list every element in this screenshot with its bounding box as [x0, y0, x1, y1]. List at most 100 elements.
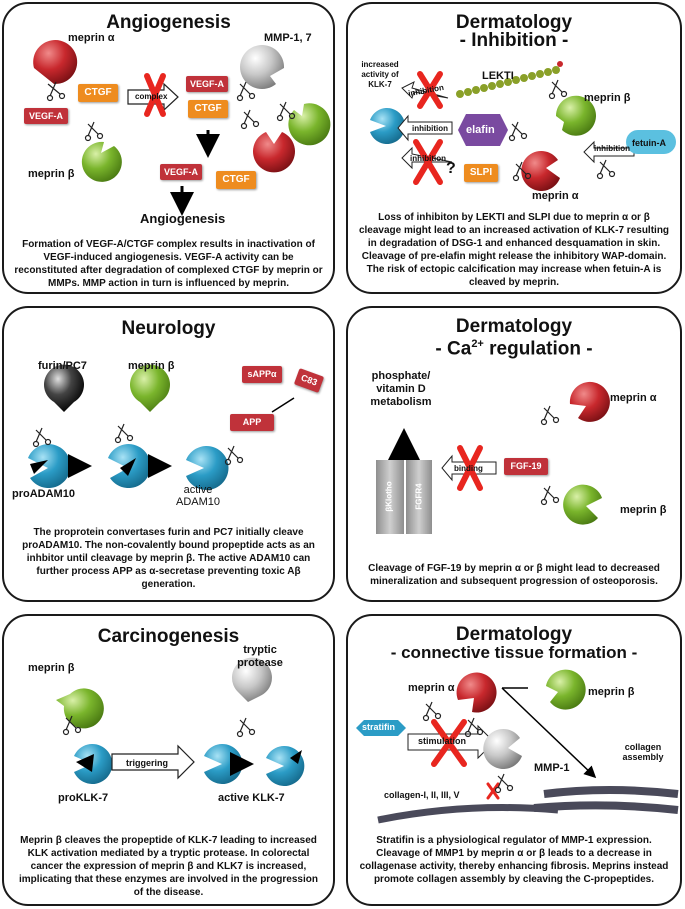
scissors-icon	[62, 715, 256, 738]
active-adam10-label: active ADAM10	[176, 484, 221, 508]
binding-label: binding	[454, 464, 483, 473]
meprin-beta-icon	[563, 484, 602, 525]
active-klk7-label: active KLK-7	[218, 792, 285, 804]
tryptic-label: tryptic protease	[237, 644, 283, 669]
meprin-alpha-icon	[33, 40, 78, 85]
elafin-label: elafin	[466, 124, 495, 136]
scissors-icon	[422, 701, 514, 794]
subtitle-post: regulation -	[483, 338, 593, 360]
meprin-beta-label: meprin β	[128, 360, 175, 372]
inhibition-caption: Loss of inhibiton by LEKTI and SLPI due …	[358, 212, 670, 288]
lekti-label: LEKTI	[482, 70, 514, 82]
neurology-diagram	[28, 364, 295, 490]
meprin-beta-icon	[555, 95, 596, 136]
propeptide-icon	[30, 460, 48, 474]
cross-icon	[417, 71, 443, 109]
question-mark: ?	[446, 160, 456, 177]
angiogenesis-diagram	[33, 40, 331, 216]
angiogenesis-caption: Formation of VEGF-A/CTGF complex results…	[14, 239, 323, 289]
propeptide-icon-2	[120, 458, 136, 476]
panel-derm-inhibition: Dermatology - Inhibition -	[346, 2, 682, 294]
meprin-alpha-label: meprin α	[68, 32, 115, 44]
inhibition-label-4: inhibition	[594, 144, 630, 153]
meprin-alpha-label: meprin α	[408, 682, 455, 694]
meprin-beta-icon	[81, 141, 122, 182]
panel-angiogenesis: Angiogenesis meprin α meprin β MMP-1, 7 …	[2, 2, 335, 294]
meprin-alpha-icon-2	[253, 132, 296, 173]
cleave-arrow-icon	[271, 397, 295, 413]
adam10-active-icon	[186, 446, 229, 490]
collagen-fibril-icon-3	[533, 801, 679, 814]
panel-subtitle: - Ca2+ regulation -	[348, 334, 680, 359]
sappa-box: sAPPα	[242, 366, 282, 383]
proklk7-label: proKLK-7	[58, 792, 109, 804]
panel-derm-ct: Dermatology - connective tissue formatio…	[346, 614, 682, 906]
collagen-fibril-icon	[377, 804, 559, 824]
inhibition-label-3: inhibition	[410, 154, 446, 163]
lekti-chain-icon	[456, 61, 563, 98]
inhibition-arrow-icon-2	[397, 114, 453, 142]
panel-title: Dermatology	[455, 624, 573, 645]
cross-icon	[431, 719, 467, 767]
meprin-beta-icon	[130, 364, 170, 412]
inhibition-arrow-icon	[401, 81, 449, 99]
neurology-caption: The proprotein convertases furin and PC7…	[22, 527, 315, 590]
meprin-beta-label: meprin β	[620, 504, 667, 516]
panel-title: Carcinogenesis	[97, 626, 240, 647]
fetuin-icon	[626, 130, 676, 154]
scissors-icon	[32, 423, 244, 466]
meprin-beta-icon	[546, 669, 586, 710]
meprin-alpha-icon	[456, 672, 497, 713]
ct-caption: Stratifin is a physiological regulator o…	[359, 835, 669, 885]
collagen-assembly-label: collagen assembly	[622, 742, 664, 762]
furin-icon	[44, 364, 84, 412]
vegfa-complex-box: VEGF-A	[186, 76, 228, 92]
vegfa-box: VEGF-A	[24, 108, 68, 124]
bklotho-receptor-icon	[376, 460, 404, 534]
panel-subtitle: - connective tissue formation -	[390, 643, 638, 662]
phosphate-label: phosphate/ vitamin D metabolism	[370, 370, 432, 408]
fgf19-box: FGF-19	[504, 458, 548, 475]
panel-neurology: Neurology furin/PC7 meprin β sAPPα C83 A…	[2, 306, 335, 602]
propeptide-fragment-icon	[290, 750, 302, 764]
cross-icon	[457, 445, 483, 491]
ct-diagram	[356, 669, 679, 824]
meprin-alpha-label: meprin α	[610, 392, 657, 404]
angiogenesis-outcome: Angiogenesis	[140, 211, 226, 226]
panel-carcinogenesis: Carcinogenesis meprin β tryptic protease…	[2, 614, 335, 906]
meprin-beta-label: meprin β	[584, 92, 631, 104]
panel-title: Neurology	[121, 318, 216, 339]
scissors-icon	[540, 405, 560, 506]
meprin-beta-label: meprin β	[28, 168, 75, 180]
stimulation-label: stimulation	[418, 736, 467, 746]
panel-subtitle: - Inhibition -	[459, 30, 569, 51]
proklk7-icon	[74, 744, 113, 784]
fgfr4-label: FGFR4	[414, 483, 424, 510]
cross-icon	[144, 73, 166, 117]
inhibition-arrow-icon-4	[583, 140, 635, 164]
cross-icon-2	[413, 139, 443, 185]
ca-diagram	[376, 381, 610, 534]
tryptic-protease-icon	[231, 657, 272, 702]
ctgf-box: CTGF	[78, 84, 118, 102]
slpi-box: SLPI	[464, 164, 498, 182]
bklotho-label: βKlotho	[384, 481, 394, 512]
panel-title: Dermatology	[455, 316, 573, 337]
panel-title: Angiogenesis	[106, 12, 231, 33]
ctgf-complex-box: CTGF	[188, 100, 228, 118]
propeptide-icon	[76, 754, 94, 772]
inhibition-diagram	[370, 61, 676, 191]
mmp1-label: MMP-1	[534, 762, 570, 774]
stratifin-icon	[356, 720, 406, 736]
triggering-label: triggering	[126, 758, 168, 768]
ctgf-free-box: CTGF	[216, 171, 256, 189]
mmp-icon	[240, 45, 285, 90]
elafin-icon	[458, 114, 508, 146]
line-to-collagen	[501, 687, 597, 779]
complex-label: complex	[135, 92, 168, 101]
fgfr4-receptor-icon	[406, 460, 432, 534]
meprin-beta-label: meprin β	[588, 686, 635, 698]
collagens-label: collagen-I, II, III, V	[384, 790, 460, 800]
ca-caption: Cleavage of FGF-19 by meprin α or β migh…	[368, 563, 660, 587]
app-box: APP	[230, 414, 274, 431]
